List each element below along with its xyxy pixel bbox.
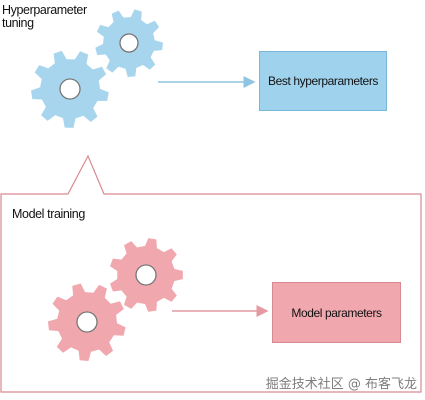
pink-gear-large-icon: [48, 283, 126, 361]
best-hyperparameters-box: Best hyperparameters: [259, 51, 387, 111]
best-hyperparameters-label: Best hyperparameters: [267, 74, 379, 88]
model-training-label: Model training: [12, 207, 85, 221]
model-parameters-box: Model parameters: [272, 282, 401, 343]
watermark-text: 掘金技术社区 @ 布客飞龙: [265, 377, 417, 392]
blue-gear-large-icon: [31, 50, 109, 128]
pink-gear-small-icon: [110, 238, 183, 312]
model-parameters-label: Model parameters: [291, 305, 382, 320]
model-training-frame: [0, 154, 422, 393]
hyperparameter-tuning-label: Hyperparameter tuning: [2, 3, 87, 30]
blue-gear-small-icon: [95, 9, 163, 77]
